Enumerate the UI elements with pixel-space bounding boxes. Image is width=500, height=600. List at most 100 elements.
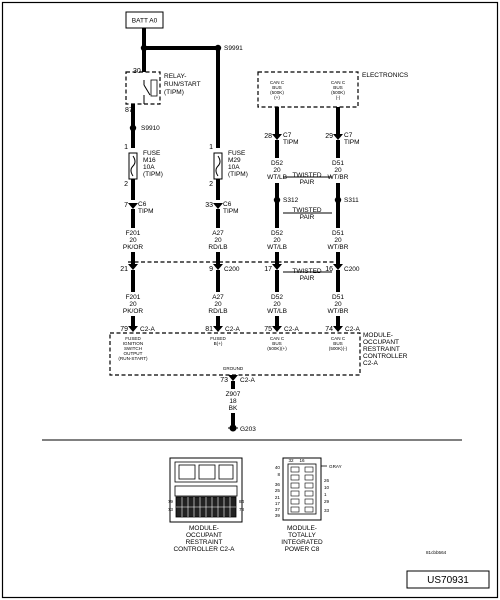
tipm-pin-33: 33 (324, 508, 330, 513)
c7-pin-29: 29 (325, 133, 333, 140)
orc-pin-73: 73 (168, 507, 174, 512)
tipm-pin-40: 40 (275, 465, 281, 470)
d52-3-gauge: 20 (273, 301, 281, 308)
c200-pin-9: 9 (209, 266, 213, 273)
orc-pin-84: 84 (239, 499, 245, 504)
tipm-pin-25: 25 (275, 488, 281, 493)
batt-a0-box: BATT A0 (125, 11, 164, 29)
drawing-code: 81cbb564 (426, 550, 447, 555)
a27-lower-code: A27 (212, 294, 224, 301)
bus2-line-2: BUS (333, 85, 342, 90)
input-canm-1: CAN C (331, 336, 346, 341)
twisted-2-line-1: TWISTED (292, 207, 322, 214)
c6-terminal-left (128, 203, 138, 209)
bus1-line-1: CAN C (270, 80, 285, 85)
c6-module-right: TIPM (223, 208, 239, 215)
c7-module-right: TIPM (344, 139, 360, 146)
electronics-label: ELECTRONICS (362, 72, 409, 79)
f201-upper-gauge: 20 (129, 237, 137, 244)
c7-module-left: TIPM (283, 139, 299, 146)
c2a-ground-connector: C2-A (240, 377, 255, 384)
c2a-pin-81: 81 (205, 326, 213, 333)
fuse-m29 (213, 152, 223, 180)
d51-3-color: WT/BR (328, 308, 349, 315)
d52-3-code: D52 (271, 294, 283, 301)
tipm-pin-29: 29 (324, 499, 330, 504)
bus1-line-4: (+) (274, 95, 280, 100)
tipm-pin-10: 10 (324, 485, 330, 490)
s9910-label: S9910 (141, 125, 160, 132)
twisted-pair-1: TWISTED PAIR (283, 172, 332, 186)
relay-name-1: RELAY- (164, 73, 186, 80)
f201-lower-code: F201 (126, 294, 141, 301)
m16-line-4: (TIPM) (143, 171, 163, 178)
a27-upper-color: RD/LB (208, 244, 227, 251)
m29-pin-1: 1 (209, 144, 213, 151)
c2a-pin-75: 75 (264, 326, 272, 333)
m29-line-4: (TIPM) (228, 171, 248, 178)
c2a-ground-pin: 73 (220, 377, 228, 384)
input-ign-3: SWITCH (124, 346, 142, 351)
c2a-label-75: C2-A (284, 326, 299, 333)
tipm-caption-3: INTEGRATED (281, 539, 323, 546)
m29-pin-2: 2 (209, 181, 213, 188)
s312-label: S312 (283, 197, 299, 204)
c200-connector (128, 264, 343, 270)
c2a-label-74: C2-A (345, 326, 360, 333)
input-ign-4: OUTPUT (124, 351, 143, 356)
tipm-caption-1: MODULE- (287, 525, 317, 532)
relay-pin-87: 87 (125, 107, 133, 114)
relay-run-start (125, 71, 161, 105)
tipm-caption-2: TOTALLY (288, 532, 316, 539)
input-canp-3: (500K)(+) (267, 346, 287, 351)
c6-module-left: TIPM (138, 208, 154, 215)
figure-id: US70931 (427, 575, 469, 586)
d52-3-color: WT/LB (267, 308, 287, 315)
f201-upper-color: PK/OR (123, 244, 144, 251)
m16-pin-2: 2 (124, 181, 128, 188)
module-name-4: CONTROLLER (363, 353, 408, 360)
c7-terminal-left (272, 134, 282, 140)
input-bplus-2: B(+) (214, 341, 223, 346)
input-ign-5: (RUN-START) (118, 356, 148, 361)
figure-id-box (406, 570, 490, 589)
tipm-pin-26: 26 (324, 478, 330, 483)
d52-1-color: WT/LB (267, 174, 287, 181)
a27-lower-gauge: 20 (214, 301, 222, 308)
input-canp-2: BUS (272, 341, 281, 346)
c200-label-right: C200 (344, 266, 360, 273)
fuse-m16 (128, 152, 138, 180)
twisted-1-line-1: TWISTED (292, 172, 322, 179)
d51-2-color: WT/BR (328, 244, 349, 251)
relay-coil (150, 79, 158, 97)
a27-upper-gauge: 20 (214, 237, 222, 244)
input-canp-1: CAN C (270, 336, 285, 341)
d52-1-gauge: 20 (273, 167, 281, 174)
twisted-3-line-1: TWISTED (292, 268, 322, 275)
input-canm-2: BUS (333, 341, 342, 346)
relay-name-2: RUN/START (164, 81, 201, 88)
bus2-line-1: CAN C (331, 80, 346, 85)
input-bplus-1: FUSED (210, 336, 226, 341)
s311-label: S311 (344, 197, 359, 204)
ground-symbol (228, 424, 238, 432)
twisted-2-line-2: PAIR (300, 214, 315, 221)
tipm-pin-16: 16 (299, 458, 305, 463)
c2a-ground-terminal (228, 375, 238, 381)
m16-line-1: FUSE (143, 150, 161, 157)
ground-label: GROUND (223, 366, 244, 371)
c200-pin-17: 17 (264, 266, 272, 273)
m29-line-1: FUSE (228, 150, 246, 157)
f201-lower-color: PK/OR (123, 308, 144, 315)
bus2-line-4: (-) (336, 95, 341, 100)
relay-contact-arm (143, 84, 151, 96)
tipm-pin-32: 32 (288, 458, 294, 463)
electronics-box (257, 71, 359, 108)
orc-caption-3: RESTRAINT (186, 539, 223, 546)
tipm-pin-17: 17 (275, 501, 281, 506)
module-name-3: RESTRAINT (363, 346, 400, 353)
c2a-pin-79: 79 (120, 326, 128, 333)
bus2-line-3: (500K) (331, 90, 345, 95)
